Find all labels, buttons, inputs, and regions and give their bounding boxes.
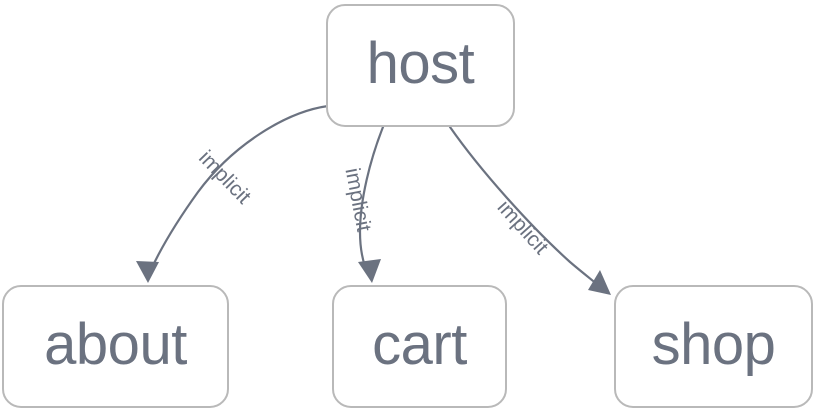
arrowhead-icon-about (136, 261, 159, 283)
node-host-label: host (367, 31, 475, 96)
arrowhead-icon-shop (588, 270, 611, 295)
arrowhead-icon-cart (358, 259, 381, 283)
node-about[interactable]: about (2, 285, 229, 408)
edges-layer: implicit implicit implicit (136, 104, 611, 295)
node-shop-label: shop (652, 312, 776, 377)
nodes-layer: host about cart shop (2, 4, 813, 408)
node-host-box (326, 4, 515, 127)
node-about-label: about (44, 312, 187, 377)
edge-host-cart[interactable]: implicit (341, 125, 385, 283)
edge-label-host-about: implicit (194, 146, 255, 208)
node-cart-box (332, 285, 507, 408)
node-shop-box (614, 285, 813, 408)
edge-host-about[interactable]: implicit (136, 104, 330, 283)
node-about-box (2, 285, 229, 408)
edge-host-about-line (146, 104, 330, 278)
edge-host-shop[interactable]: implicit (448, 125, 611, 295)
node-shop[interactable]: shop (614, 285, 813, 408)
edge-label-host-cart: implicit (341, 166, 376, 234)
edge-host-shop-line (448, 125, 606, 292)
node-host[interactable]: host (326, 4, 515, 127)
node-cart[interactable]: cart (332, 285, 507, 408)
node-cart-label: cart (372, 312, 467, 377)
edge-label-host-shop: implicit (493, 196, 553, 259)
